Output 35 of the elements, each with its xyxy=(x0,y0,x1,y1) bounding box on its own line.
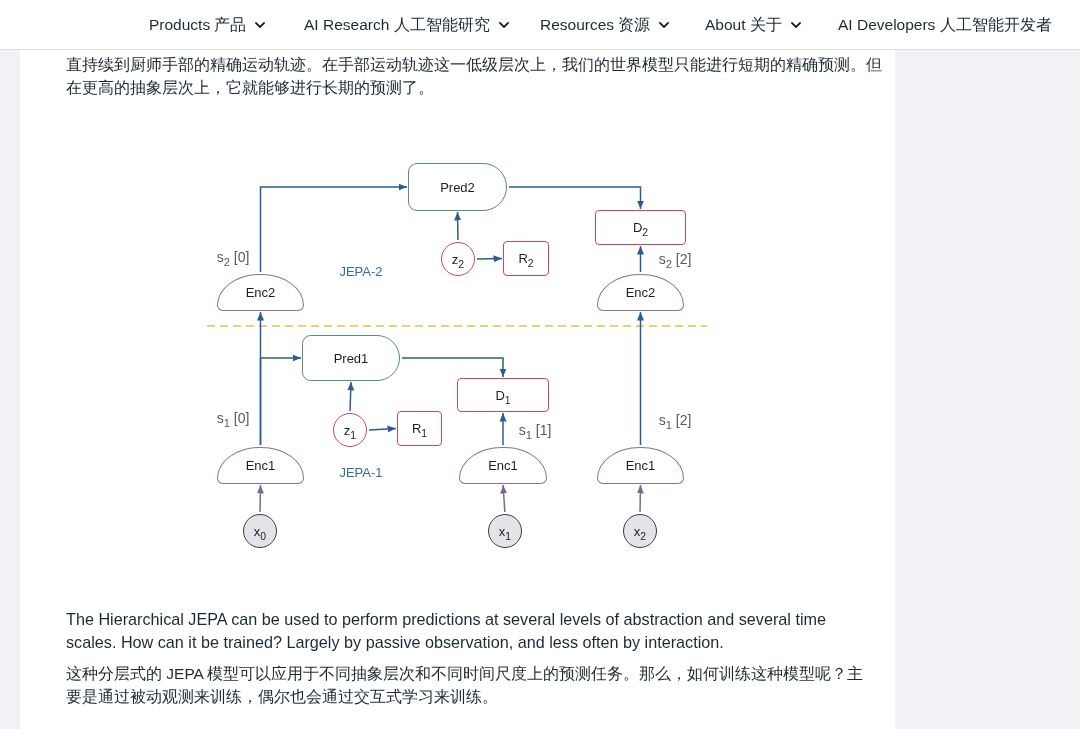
cost-box: R$_{1}$ xyxy=(397,411,442,446)
arrow xyxy=(637,311,644,446)
arrow xyxy=(401,357,507,378)
arrow xyxy=(476,255,503,263)
arrow xyxy=(368,425,397,433)
nav-link: Resources 资源 xyxy=(540,14,670,36)
arrow xyxy=(347,381,355,412)
edge-label: s$_{1}$ [2] xyxy=(656,412,694,428)
arrow xyxy=(259,354,302,446)
paragraph: 这种分层式的 JEPA 模型可以应用于不同抽象层次和不同时间尺度上的预测任务。那么，如何训练这种模型呢？主要是通过被动观测来训练，偶尔也会通过交互式学习来训练。 xyxy=(66,664,865,707)
predictor-box: Pred1 xyxy=(302,335,400,381)
arrow xyxy=(500,484,508,513)
arrow xyxy=(256,484,264,513)
edge-label: s$_{1}$ [0] xyxy=(214,410,252,426)
edge-label: s$_{1}$ [1] xyxy=(516,422,554,438)
arrow xyxy=(508,186,644,210)
arrow xyxy=(499,412,507,446)
nav-link: AI Developers 人工智能开发者 xyxy=(838,15,1052,35)
paragraph: The Hierarchical JEPA can be used to perform predictions at several levels of abstraction and several time scales. How can it be trained? Largely by passive observation, and less often by interaction. xyxy=(66,609,827,653)
nav-link: About 关于 xyxy=(705,14,801,36)
cost-box: D$_{2}$ xyxy=(595,210,686,245)
cost-box: R$_{2}$ xyxy=(503,241,549,276)
nav-link: AI Research 人工智能研究 xyxy=(304,14,509,36)
arrow xyxy=(454,211,462,241)
cost-box: D$_{1}$ xyxy=(457,378,549,412)
arrow xyxy=(637,245,644,273)
paragraph: 直持续到厨师手部的精确运动轨迹。在手部运动轨迹这一低级层次上，我们的世界模型只能进行短期的精确预测。但在更高的抽象层次上，它就能够进行长期的预测了。 xyxy=(66,55,883,98)
predictor-box: Pred2 xyxy=(408,163,507,211)
edge-label: s$_{2}$ [2] xyxy=(656,251,694,267)
nav-link: Products 产品 xyxy=(149,14,266,36)
arrow xyxy=(259,183,408,273)
diagram-label: JEPA-1 xyxy=(339,464,383,480)
arrow xyxy=(636,484,644,513)
diagram-label: JEPA-2 xyxy=(339,263,383,279)
edge-label: s$_{2}$ [0] xyxy=(214,249,252,265)
